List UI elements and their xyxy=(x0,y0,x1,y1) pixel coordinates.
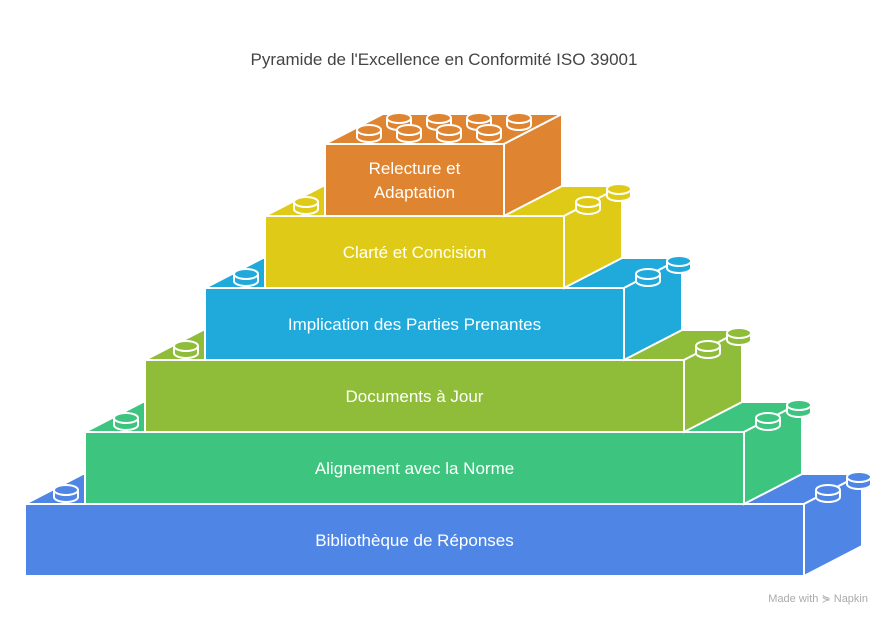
stud-icon xyxy=(356,124,382,143)
stud-icon xyxy=(53,484,79,503)
stud-icon xyxy=(755,412,781,431)
stud-icon xyxy=(113,412,139,431)
stud-icon xyxy=(233,268,259,287)
layer-label: Clarté et Concision xyxy=(343,243,487,262)
brick-layer-1: Relecture et Adaptation xyxy=(324,112,563,218)
stud-icon xyxy=(476,124,502,143)
layer-label: Relecture et xyxy=(369,159,461,178)
stud-icon xyxy=(293,196,319,215)
layer-label: Implication des Parties Prenantes xyxy=(288,315,541,334)
napkin-watermark: Made with ⋟ Napkin xyxy=(768,593,868,605)
stud-icon xyxy=(666,255,692,274)
brick-front xyxy=(264,215,565,289)
layer-label: Bibliothèque de Réponses xyxy=(315,531,513,550)
stud-icon xyxy=(635,268,661,287)
stud-icon xyxy=(606,183,632,202)
stud-icon xyxy=(436,124,462,143)
stud-icon xyxy=(386,112,412,131)
brick-front xyxy=(24,503,805,577)
stud-icon xyxy=(695,340,721,359)
stud-icon xyxy=(786,399,812,418)
diagram-title: Pyramide de l'Excellence en Conformité I… xyxy=(250,50,638,69)
brick-front xyxy=(144,359,685,433)
stud-icon xyxy=(506,112,532,131)
stud-icon xyxy=(396,124,422,143)
stud-icon xyxy=(815,484,841,503)
layer-label: Documents à Jour xyxy=(346,387,484,406)
brick-front xyxy=(324,143,505,217)
stud-icon xyxy=(575,196,601,215)
brick-front xyxy=(204,287,625,361)
layer-label: Adaptation xyxy=(374,183,455,202)
stud-icon xyxy=(726,327,752,346)
layer-label: Alignement avec la Norme xyxy=(315,459,514,478)
stud-icon xyxy=(173,340,199,359)
stud-icon xyxy=(846,471,872,490)
